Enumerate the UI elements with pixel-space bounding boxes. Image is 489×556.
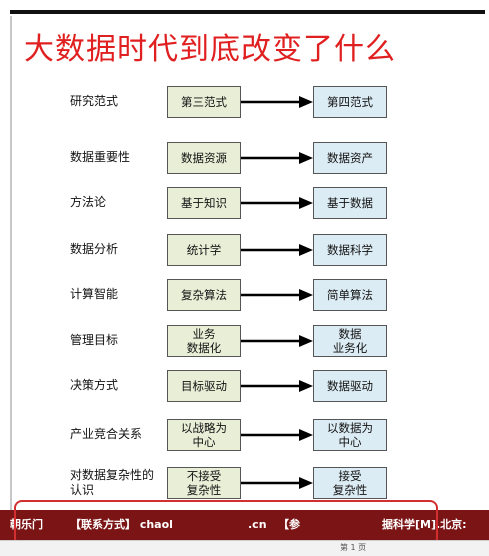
row-label: 产业竞合关系 [70,427,143,441]
arrow-icon [241,152,313,164]
footer-author: 朝乐门 [10,518,43,531]
row-label: 研究范式 [70,94,119,108]
from-box: 复杂算法 [167,279,241,311]
row-label: 决策方式 [70,378,119,392]
arrow-icon [241,244,313,256]
from-box: 以战略为 中心 [167,419,241,451]
from-box: 不接受 复杂性 [167,467,241,499]
arrow-icon [241,477,313,489]
to-box: 基于数据 [313,187,387,219]
from-box: 基于知识 [167,187,241,219]
footer-reference-bracket: 【参 [278,518,300,531]
row-label: 数据重要性 [70,150,131,164]
arrow-icon [241,380,313,392]
to-box: 以数据为 中心 [313,419,387,451]
arrow-icon [241,429,313,441]
from-box: 业务 数据化 [167,325,241,357]
to-box: 数据 业务化 [313,325,387,357]
from-box: 数据资源 [167,142,241,174]
arrow-icon [241,335,313,347]
to-box: 接受 复杂性 [313,467,387,499]
bottom-strip [0,540,489,556]
to-box: 简单算法 [313,279,387,311]
to-box: 第四范式 [313,86,387,118]
arrow-icon [241,197,313,209]
slide [10,16,479,546]
arrow-icon [241,96,313,108]
footer-email-tail: .cn [248,518,267,531]
row-label: 方法论 [70,195,107,209]
arrow-icon [241,289,313,301]
top-rule [10,10,485,14]
to-box: 数据科学 [313,234,387,266]
to-box: 数据驱动 [313,370,387,402]
from-box: 第三范式 [167,86,241,118]
row-label: 管理目标 [70,333,119,347]
footer-bar: 朝乐门 【联系方式】 chaol .cn 【参 据科学[M].北京: [0,510,489,540]
slide-title: 大数据时代到底改变了什么 [24,32,396,67]
row-label: 数据分析 [70,242,119,256]
footer-contact: 【联系方式】 chaol [70,518,173,531]
page-indicator: 第 1 页 [340,543,367,552]
row-label: 计算智能 [70,287,119,301]
from-box: 目标驱动 [167,370,241,402]
footer-reference: 据科学[M].北京: [382,518,467,531]
row-label: 对数据复杂性的 认识 [70,468,155,497]
from-box: 统计学 [167,234,241,266]
to-box: 数据资产 [313,142,387,174]
